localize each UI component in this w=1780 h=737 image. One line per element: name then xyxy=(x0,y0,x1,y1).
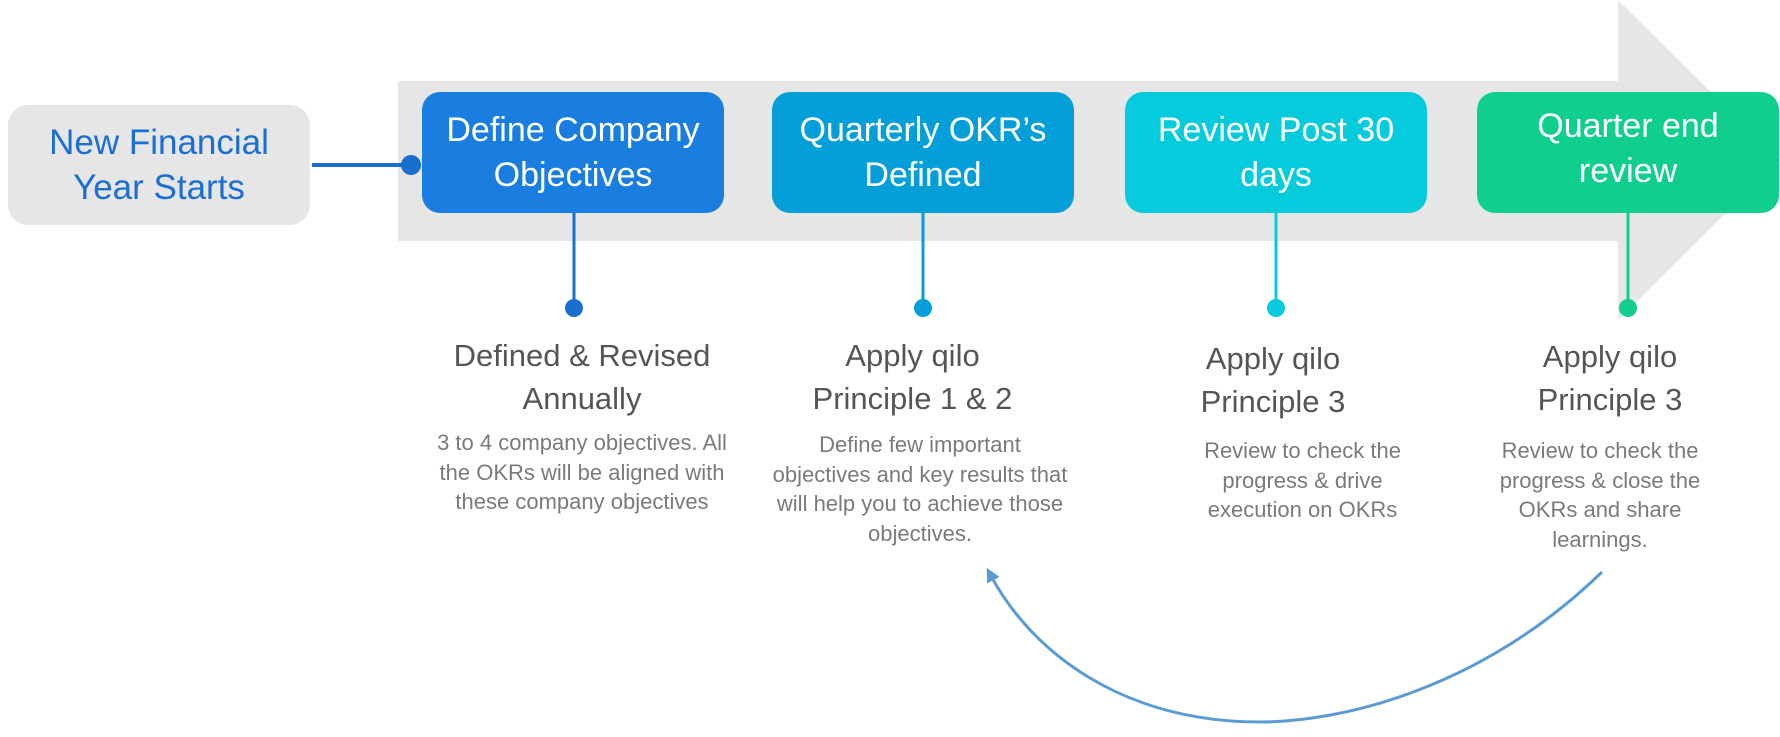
step-box-review-post-30-days: Review Post 30 days xyxy=(1125,92,1427,213)
step-2-description: Define few important objectives and key … xyxy=(772,432,1068,547)
step-1-connector-dot xyxy=(565,299,583,317)
step-3-description: Review to check the progress & drive exe… xyxy=(1204,438,1401,523)
loop-back-arrow xyxy=(986,567,1604,724)
step-2-title: Quarterly OKR’s Defined xyxy=(799,111,1047,194)
step-box-quarter-end-review: Quarter end review xyxy=(1477,92,1779,213)
new-financial-year-label: New Financial Year Starts xyxy=(49,122,269,208)
new-financial-year-box: New Financial Year Starts xyxy=(8,105,310,225)
step-1-heading: Defined & Revised Annually xyxy=(453,338,711,416)
step-4-heading: Apply qilo Principle 3 xyxy=(1537,339,1683,417)
step-2-connector-dot xyxy=(914,299,932,317)
step-box-define-objectives: Define Company Objectives xyxy=(422,92,724,213)
step-3-heading: Apply qilo Principle 3 xyxy=(1200,341,1346,419)
step-4-connector-dot xyxy=(1619,299,1637,317)
step-1-title: Define Company Objectives xyxy=(446,111,700,194)
step-3-connector-dot xyxy=(1267,299,1285,317)
step-4-description: Review to check the progress & close the… xyxy=(1499,438,1701,553)
step-3-title: Review Post 30 days xyxy=(1157,111,1395,194)
start-connector-dot xyxy=(401,155,421,175)
step-2-heading: Apply qilo Principle 1 & 2 xyxy=(812,338,1013,416)
timeline-arrow-band xyxy=(398,0,1780,320)
step-1-description: 3 to 4 company objectives. All the OKRs … xyxy=(437,430,727,515)
step-4-title: Quarter end review xyxy=(1537,107,1719,190)
step-box-quarterly-okrs: Quarterly OKR’s Defined xyxy=(772,92,1074,213)
